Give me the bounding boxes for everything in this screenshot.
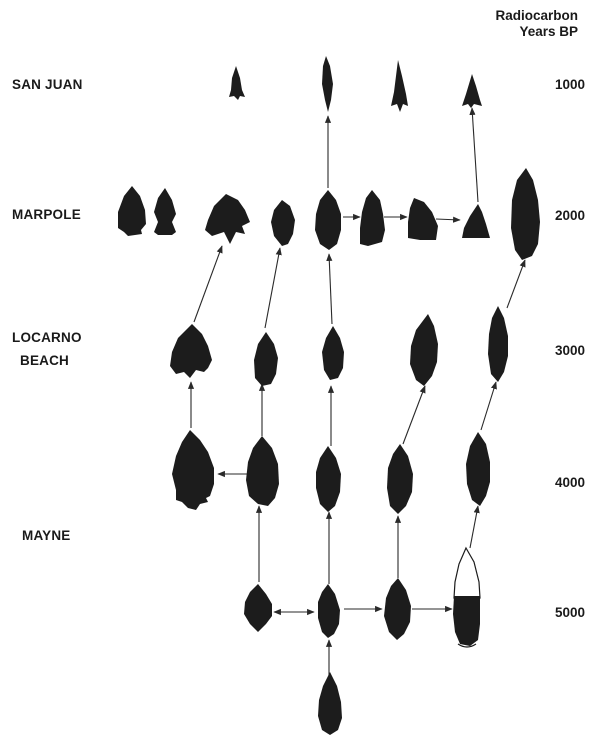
point-silhouette [462, 74, 482, 108]
axis-title-line1: Radiocarbon [495, 8, 578, 23]
axis-title-line2: Years BP [519, 24, 578, 39]
point-silhouette [322, 326, 344, 380]
point-silhouette [488, 306, 508, 382]
projectile-points [118, 56, 540, 735]
point-silhouette [246, 436, 279, 506]
arrow [506, 259, 526, 309]
point-silhouette [318, 584, 340, 638]
arrow [326, 253, 333, 325]
point-silhouette [408, 198, 438, 240]
axis-title: Radiocarbon Years BP [495, 8, 578, 40]
arrow [264, 247, 282, 329]
point-silhouette [229, 66, 245, 100]
point-silhouette [205, 194, 250, 244]
point-silhouette [315, 190, 341, 250]
arrow [193, 245, 223, 323]
tick-label: 5000 [555, 605, 586, 620]
arrow [469, 505, 480, 549]
point-silhouette [316, 446, 341, 512]
point-silhouette [387, 444, 413, 514]
point-silhouette [172, 430, 214, 510]
phase-label-beach: BEACH [20, 353, 70, 368]
point-silhouette [154, 188, 176, 235]
tick-label: 2000 [555, 208, 586, 223]
point-silhouette [318, 672, 342, 735]
phase-label-mayne: MAYNE [22, 528, 71, 543]
point-silhouette [322, 56, 333, 112]
point-outline [457, 643, 477, 648]
arrow [469, 107, 479, 203]
phase-label-locarno: LOCARNO [12, 330, 82, 345]
point-silhouette [118, 186, 146, 236]
point-silhouette [466, 432, 490, 506]
phase-label-san-juan: SAN JUAN [12, 77, 83, 92]
point-silhouette [170, 324, 212, 378]
point-silhouette [462, 204, 490, 238]
tick-label: 3000 [555, 343, 586, 358]
arrow [480, 381, 497, 431]
point-silhouette [271, 200, 295, 246]
point-outline [453, 546, 481, 599]
point-silhouette [244, 584, 272, 632]
point-silhouette [511, 168, 540, 260]
phase-label-marpole: MARPOLE [12, 207, 81, 222]
arrow [402, 385, 426, 445]
point-silhouette [391, 60, 408, 112]
tick-label: 4000 [555, 475, 586, 490]
arrow [435, 216, 461, 223]
tick-label: 1000 [555, 77, 586, 92]
point-silhouette [360, 190, 385, 246]
lineage-arrows [187, 107, 526, 678]
point-silhouette [384, 578, 411, 640]
point-silhouette [410, 314, 438, 386]
point-silhouette [453, 596, 480, 646]
point-silhouette [254, 332, 278, 386]
